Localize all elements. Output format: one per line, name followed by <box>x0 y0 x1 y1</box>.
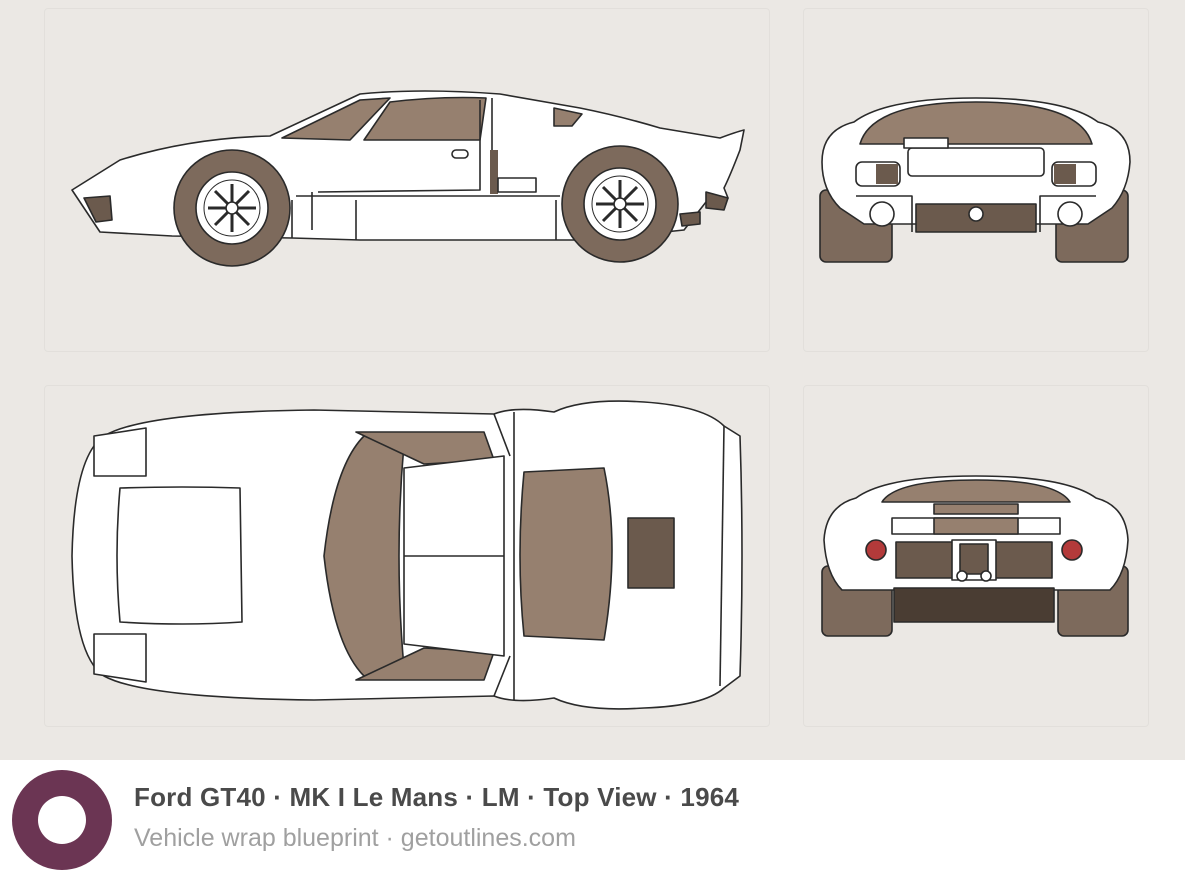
rear-view-panel <box>803 385 1149 727</box>
top-engine-vent <box>627 517 675 589</box>
windshield-glass <box>281 97 391 141</box>
front-view-drawing <box>819 97 1131 263</box>
rear-view-drawing <box>821 475 1129 637</box>
rear-window <box>881 479 1071 503</box>
front-view-panel <box>803 8 1149 352</box>
front-wheel <box>173 149 291 267</box>
caption-footer: Ford GT40 · MK I Le Mans · LM · Top View… <box>0 760 1185 880</box>
rear-left-taillight <box>865 539 887 561</box>
blueprint-canvas <box>0 0 1185 760</box>
top-view-panel <box>44 385 770 727</box>
side-view-panel <box>44 8 770 352</box>
side-window-glass <box>363 96 487 141</box>
caption-subtitle: Vehicle wrap blueprint · getoutlines.com <box>134 824 576 852</box>
caption-title: Ford GT40 · MK I Le Mans · LM · Top View… <box>134 782 740 812</box>
top-windshield <box>323 435 405 677</box>
front-windshield <box>859 101 1093 145</box>
top-view-drawing <box>71 400 743 710</box>
rear-wheel <box>561 145 679 263</box>
rear-diffuser <box>893 587 1055 623</box>
rear-quarter-glass <box>553 107 583 127</box>
ring-logo-icon <box>12 770 112 870</box>
side-view-drawing <box>71 90 745 267</box>
top-rear-glass <box>519 467 613 641</box>
rear-right-taillight <box>1061 539 1083 561</box>
